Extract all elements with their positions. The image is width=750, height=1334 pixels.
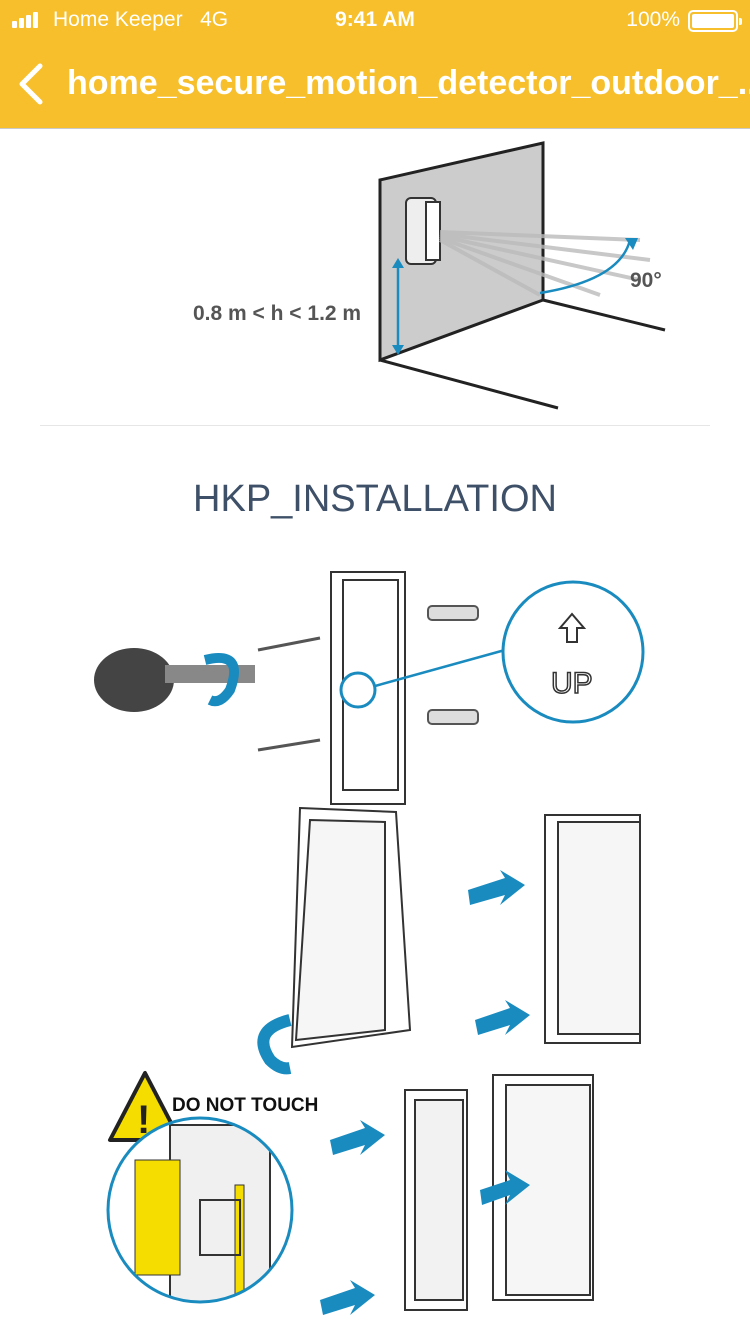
battery-percent: 100% bbox=[626, 8, 680, 31]
chevron-left-icon[interactable] bbox=[16, 62, 50, 106]
status-bar: Home Keeper 4G 9:41 AM 100% bbox=[0, 8, 750, 34]
svg-text:!: ! bbox=[137, 1098, 150, 1142]
divider bbox=[40, 425, 710, 426]
up-label: UP bbox=[551, 667, 593, 700]
section-title: HKP_INSTALLATION bbox=[193, 478, 557, 520]
warning-label: DO NOT TOUCH bbox=[172, 1095, 318, 1116]
signal-icon bbox=[12, 12, 38, 28]
arrow-icons bbox=[257, 870, 530, 1315]
angle-label: 90° bbox=[630, 269, 662, 292]
nav-header: Home Keeper 4G 9:41 AM 100% home_secure_… bbox=[0, 0, 750, 129]
clock: 9:41 AM bbox=[335, 8, 415, 31]
placement-diagram: 0.8 m < h < 1.2 m 90° bbox=[193, 141, 666, 410]
installation-diagram: UP ! DO NOT TOUCH bbox=[94, 571, 645, 1315]
up-zoom-callout: UP bbox=[501, 580, 645, 724]
page-title: home_secure_motion_detector_outdoor_... bbox=[67, 64, 750, 102]
motion-sensor-icon bbox=[405, 197, 441, 265]
carrier-label: Home Keeper 4G bbox=[53, 8, 229, 31]
height-label: 0.8 m < h < 1.2 m bbox=[193, 302, 361, 325]
battery-icon bbox=[688, 10, 742, 32]
